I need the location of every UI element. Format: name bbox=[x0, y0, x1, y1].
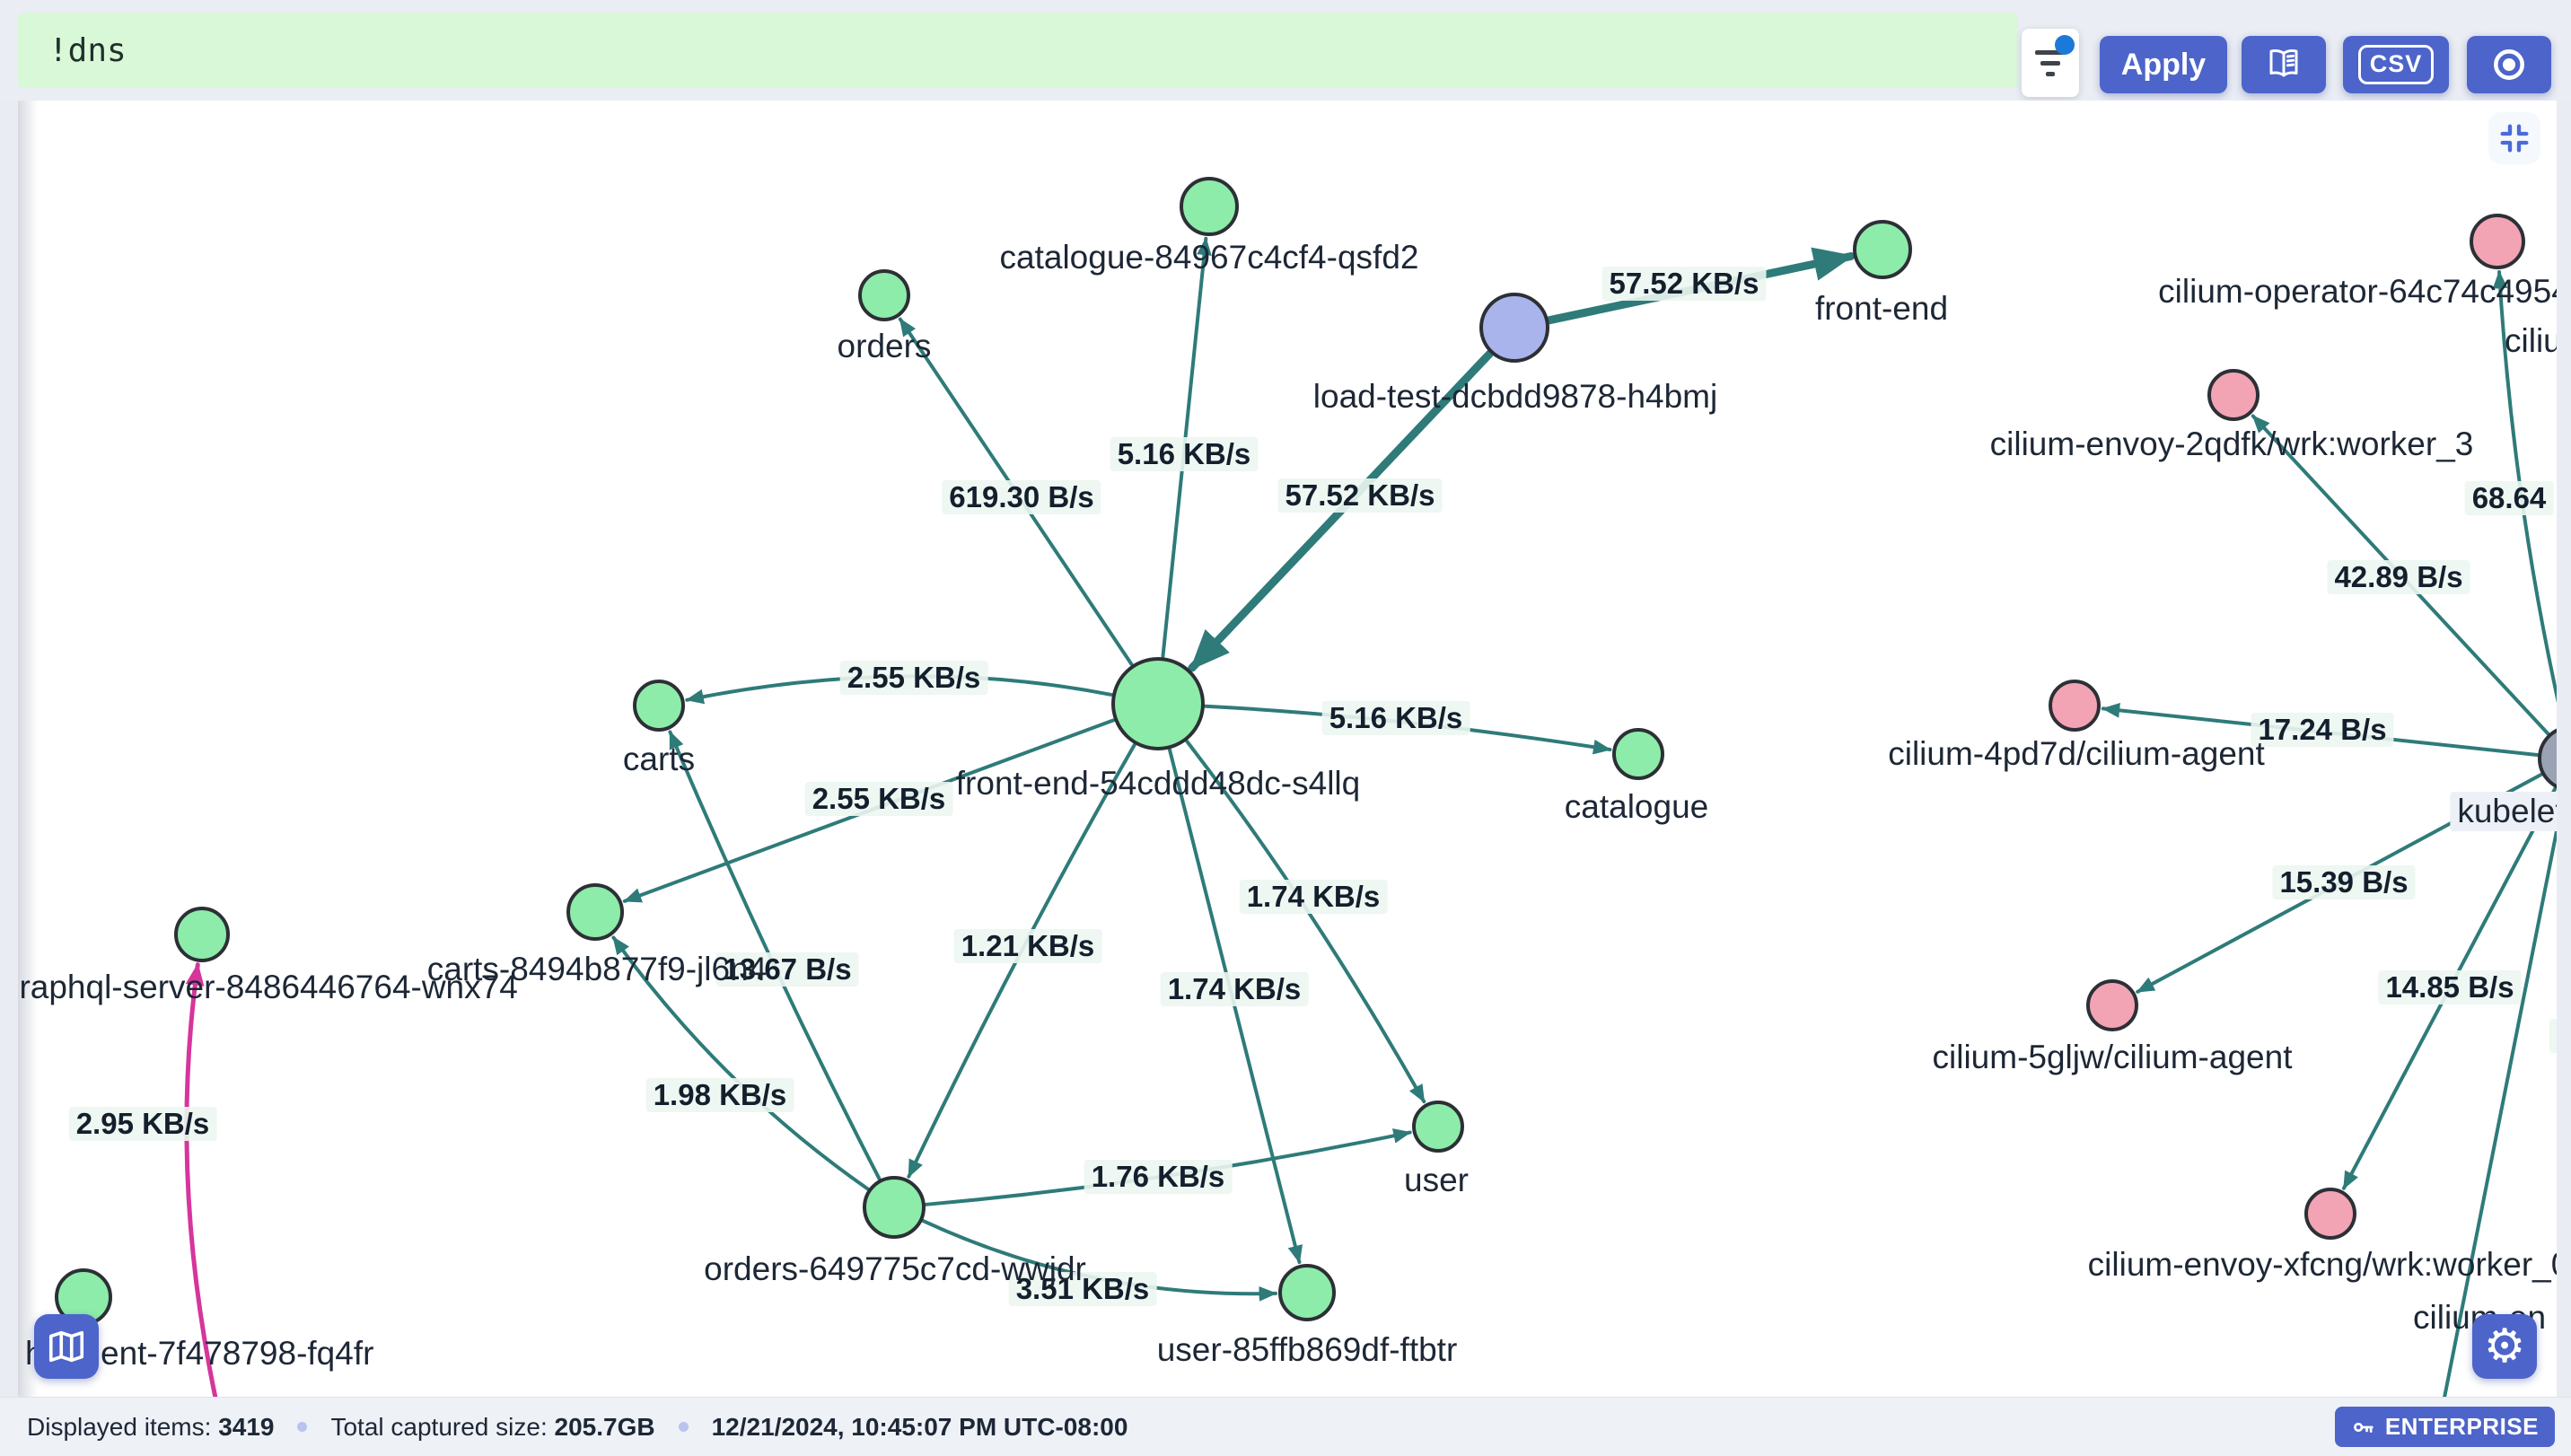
node-label-catalogue-pod: catalogue-84967c4cf4-qsfd2 bbox=[999, 239, 1419, 276]
edge-rate-label: 14.85 B/s bbox=[2378, 970, 2522, 1004]
edge-rate-label: 2.55 KB/s bbox=[804, 782, 953, 816]
node-label-orders-pod: orders-649775c7cd-wwjdr bbox=[704, 1250, 1086, 1287]
filter-list-icon bbox=[2035, 49, 2066, 76]
edge-rate-label: 1.98 KB/s bbox=[645, 1078, 794, 1112]
edge-rate-label: 2.95 KB/s bbox=[68, 1107, 217, 1141]
graph-node-front-end-pod[interactable] bbox=[1111, 657, 1205, 750]
node-label-catalogue-svc: catalogue bbox=[1564, 788, 1709, 825]
node-label-cilium-envoy-xfcng: cilium-envoy-xfcng/wrk:worker_0 bbox=[2087, 1246, 2557, 1283]
service-map-canvas[interactable]: 57.52 KB/s 57.52 KB/s 5.16 KB/s 619.30 B/s 2… bbox=[18, 101, 2557, 1397]
capture-timestamp: 12/21/2024, 10:45:07 PM UTC-08:00 bbox=[711, 1412, 1128, 1441]
edge-rate-label: 1.76 KB/s bbox=[1084, 1160, 1233, 1194]
graph-edges-layer bbox=[55, 177, 2557, 1397]
filter-options-button[interactable] bbox=[2022, 29, 2079, 97]
edge-load-test-to-front-end-pod[interactable] bbox=[1188, 349, 1494, 672]
node-label-cilium-5gljw: cilium-5gljw/cilium-agent bbox=[1932, 1039, 2293, 1075]
node-label-cilium-4pd7d: cilium-4pd7d/cilium-agent bbox=[1888, 735, 2265, 772]
clipped-label-fragment: 4 bbox=[2549, 1019, 2557, 1053]
graph-node-cilium-5gljw[interactable] bbox=[2086, 979, 2138, 1031]
graph-node-catalogue-svc[interactable] bbox=[1612, 728, 1664, 780]
edge-kubelet-to-out[interactable] bbox=[2443, 792, 2557, 1397]
node-label-carts-svc: carts bbox=[622, 741, 696, 777]
clipped-label-fragment: ent-7f478798-fq4fr bbox=[101, 1335, 374, 1372]
filter-bar: Apply CSV bbox=[0, 0, 2571, 101]
filter-active-dot-badge bbox=[2055, 35, 2075, 55]
csv-icon: CSV bbox=[2357, 45, 2435, 84]
settings-button[interactable]: ⚙ bbox=[2472, 1314, 2537, 1379]
displayed-items-value: 3419 bbox=[218, 1412, 275, 1441]
displayed-items: Displayed items: 3419 bbox=[27, 1412, 275, 1441]
edge-rate-label: 3.51 KB/s bbox=[1008, 1272, 1157, 1306]
graph-node-cilium-envoy-2qdfk[interactable] bbox=[2207, 369, 2259, 421]
node-label-orders-svc: orders bbox=[837, 328, 932, 364]
captured-size-value: 205.7GB bbox=[554, 1412, 655, 1441]
edge-rate-label: 5.16 KB/s bbox=[1321, 701, 1470, 735]
map-icon bbox=[46, 1326, 87, 1367]
edge-rate-label: 619.30 B/s bbox=[942, 480, 1101, 514]
node-label-user-pod: user-85ffb869df-ftbtr bbox=[1156, 1331, 1458, 1368]
node-label-load-test: load-test-dcbdd9878-h4bmj bbox=[1312, 378, 1718, 415]
node-label-cilium-operator: cilium-operator-64c74c4954-w bbox=[2158, 273, 2557, 310]
node-label-kubelet: kubelet bbox=[2450, 792, 2557, 831]
node-label-front-end-pod: front-end-54cddd48dc-s4llq bbox=[955, 765, 1361, 802]
edge-rate-label: 57.52 KB/s bbox=[1277, 478, 1443, 513]
fit-to-screen-button[interactable] bbox=[2488, 112, 2540, 164]
clipped-label-fragment: ciliu bbox=[2505, 322, 2557, 359]
export-csv-button[interactable]: CSV bbox=[2343, 36, 2449, 93]
node-label-front-end-svc: front-end bbox=[1814, 290, 1949, 327]
edge-rate-label: 57.52 KB/s bbox=[1601, 267, 1767, 301]
node-label-carts-pod: carts-8494b877f9-jl6n4 bbox=[426, 951, 768, 987]
separator-dot bbox=[297, 1422, 308, 1432]
graph-node-cilium-4pd7d[interactable] bbox=[2049, 680, 2101, 732]
status-bar: Displayed items: 3419 Total captured siz… bbox=[0, 1397, 2571, 1456]
separator-dot bbox=[678, 1422, 689, 1432]
graph-node-cilium-operator[interactable] bbox=[2470, 214, 2525, 269]
enterprise-badge[interactable]: ENTERPRISE bbox=[2334, 1407, 2555, 1447]
edge-rate-label: 13.67 B/s bbox=[715, 952, 859, 987]
edge-rate-label: 68.64 bbox=[2464, 481, 2554, 515]
gear-icon: ⚙ bbox=[2483, 1320, 2526, 1373]
apply-button[interactable]: Apply bbox=[2100, 36, 2227, 93]
node-label-graphql-pod: est-graphql-server-8486446764-wnx74 bbox=[18, 969, 518, 1005]
edge-rate-label: 2.55 KB/s bbox=[839, 661, 988, 695]
graph-node-carts-pod[interactable] bbox=[566, 883, 624, 941]
edge-rate-label: 5.16 KB/s bbox=[1110, 437, 1259, 471]
key-icon bbox=[2351, 1415, 2376, 1440]
minimap-button[interactable] bbox=[34, 1314, 99, 1379]
edge-in-to-graphql-pod[interactable] bbox=[184, 962, 233, 1397]
graph-node-load-test[interactable] bbox=[1479, 293, 1549, 363]
filter-query-input[interactable] bbox=[18, 13, 2018, 88]
graph-node-cilium-envoy-xfcng[interactable] bbox=[2304, 1188, 2356, 1240]
docs-button[interactable] bbox=[2242, 36, 2326, 93]
node-label-user-svc: user bbox=[1404, 1162, 1469, 1198]
edge-rate-label: 1.74 KB/s bbox=[1160, 972, 1309, 1006]
edge-rate-label: 1.21 KB/s bbox=[953, 929, 1102, 963]
graph-node-orders-pod[interactable] bbox=[863, 1176, 926, 1239]
record-icon bbox=[2490, 46, 2528, 83]
edge-rate-label: 17.24 B/s bbox=[2251, 713, 2394, 747]
graph-node-catalogue-pod[interactable] bbox=[1180, 177, 1239, 236]
edge-rate-label: 1.74 KB/s bbox=[1239, 880, 1388, 914]
graph-node-kubelet[interactable] bbox=[2538, 727, 2557, 790]
edge-rate-label: 42.89 B/s bbox=[2327, 560, 2470, 594]
book-icon bbox=[2265, 44, 2303, 86]
graph-node-carts-svc[interactable] bbox=[633, 680, 685, 732]
graph-node-front-end-svc[interactable] bbox=[1853, 220, 1912, 279]
captured-size: Total captured size: 205.7GB bbox=[330, 1412, 655, 1441]
edge-rate-label: 15.39 B/s bbox=[2272, 865, 2416, 899]
graph-node-user-pod[interactable] bbox=[1278, 1264, 1336, 1321]
record-button[interactable] bbox=[2467, 36, 2551, 93]
graph-node-user-svc[interactable] bbox=[1412, 1101, 1464, 1153]
graph-node-graphql-pod[interactable] bbox=[174, 907, 230, 962]
collapse-corners-icon bbox=[2496, 120, 2532, 156]
graph-node-orders-svc[interactable] bbox=[858, 269, 910, 321]
edge-orders-pod-to-carts-pod[interactable] bbox=[611, 935, 870, 1191]
node-label-cilium-envoy-2qdfk: cilium-envoy-2qdfk/wrk:worker_3 bbox=[1989, 425, 2474, 462]
